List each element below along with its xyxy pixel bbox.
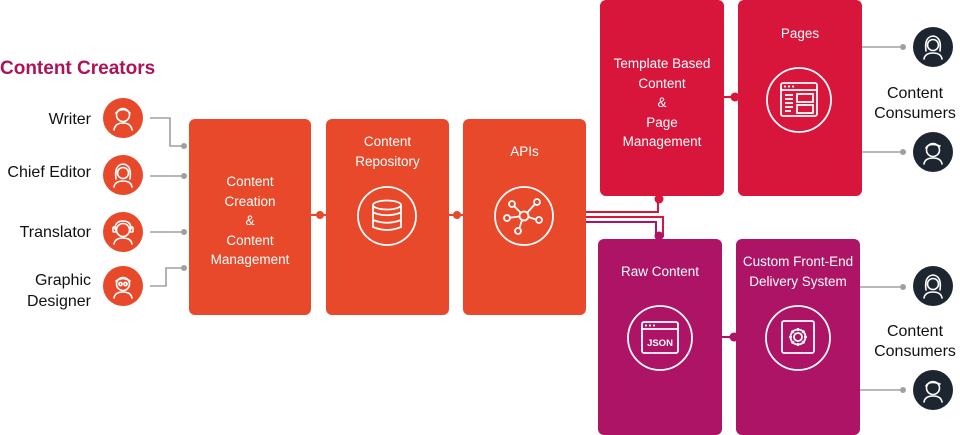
role-graphic-designer-label: Graphic Designer [26, 272, 91, 310]
consumer-woman-icon [913, 266, 953, 306]
webpage-layout-icon [764, 65, 834, 135]
chief-editor-icon [103, 155, 143, 195]
consumer-man-icon [913, 132, 953, 172]
top-content-consumers-label: Content Consumers [874, 85, 956, 122]
content-creation-box: Content Creation & Content Management [189, 119, 311, 315]
raw-content-label: Raw Content [620, 264, 700, 279]
translator-icon [103, 212, 143, 252]
bottom-content-consumers-label: Content Consumers [874, 323, 956, 360]
database-icon [356, 185, 418, 247]
role-chief-editor-label: Chief Editor [7, 164, 91, 181]
gear-window-icon [763, 303, 833, 373]
consumer-woman-icon [913, 27, 953, 67]
role-writer-label: Writer [48, 111, 91, 128]
writer-icon [103, 98, 143, 138]
custom-delivery-label: Custom Front-End Delivery System [742, 254, 854, 289]
json-window-icon: JSON [625, 303, 695, 373]
content-creation-label: Content Creation & Content Management [210, 174, 290, 267]
pages-label: Pages [780, 26, 820, 41]
network-icon [493, 185, 555, 247]
json-badge: JSON [647, 338, 673, 349]
role-translator-label: Translator [19, 224, 91, 241]
content-repository-label: Content Repository [355, 134, 420, 169]
apis-box: APIs [463, 119, 586, 315]
template-management-box: Template Based Content & Page Management [600, 0, 724, 196]
content-repository-box: Content Repository [326, 119, 449, 315]
custom-delivery-box: Custom Front-End Delivery System [736, 239, 860, 435]
template-management-label: Template Based Content & Page Management [613, 56, 711, 149]
raw-content-box: Raw Content JSON [598, 239, 722, 435]
consumer-man-icon [913, 370, 953, 410]
apis-label: APIs [510, 144, 539, 159]
content-creators-heading: Content Creators [0, 58, 156, 79]
pages-box: Pages [738, 0, 862, 196]
graphic-designer-icon [103, 266, 143, 306]
